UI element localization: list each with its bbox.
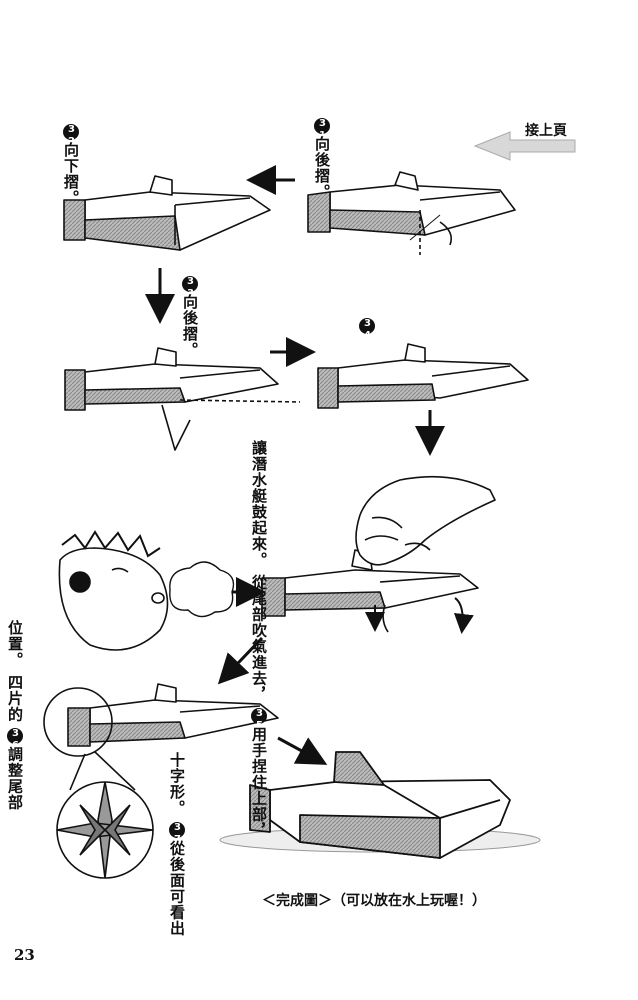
step33-text: 向後摺。: [181, 294, 199, 358]
step35-number: 35: [251, 708, 267, 732]
step31-submarine: [307, 171, 516, 255]
step31-text: 向後摺。: [313, 136, 331, 200]
step32-label: 32向下摺。: [62, 124, 80, 206]
step35-line1: 用手捏住上部，: [250, 726, 268, 839]
final-submarine: [219, 751, 541, 859]
step36-label: 位置。 四片的 36調整尾部: [6, 620, 24, 811]
step33-submarine: [64, 347, 301, 451]
face-illustration: [58, 530, 169, 651]
step36-line1: 調整尾部: [6, 746, 24, 811]
step36-number: 36: [7, 728, 23, 752]
step37-number: 37: [169, 822, 185, 846]
step35-label: 讓潛水艇鼓起來。 從尾部吹氣進去， 35用手捏住上部，: [250, 440, 268, 839]
page-number: 23: [14, 946, 35, 964]
step31-label: 31向後摺。: [313, 118, 331, 200]
step33-label: 33向後摺。: [181, 276, 199, 358]
magnifier-circle: [43, 687, 154, 879]
step33-number: 33: [182, 276, 198, 300]
continue-arrow: [473, 131, 576, 161]
step32-number: 32: [63, 124, 79, 148]
step35-line3: 讓潛水艇鼓起來。: [250, 440, 268, 568]
step32-text: 向下摺。: [62, 142, 80, 206]
air-puff: [169, 561, 235, 618]
arrow-36-to-37: [277, 736, 328, 765]
step34-submarine: [317, 343, 529, 409]
step34-number: 34: [359, 318, 375, 342]
step32-submarine: [63, 175, 271, 251]
step37-line2: 十字形。: [168, 752, 186, 816]
step34-label: 34: [358, 318, 375, 342]
step35-submarine: [261, 549, 479, 633]
step36-line3: 位置。: [6, 620, 24, 668]
step31-number: 31: [314, 118, 330, 142]
arrow-down-right: [453, 597, 474, 634]
step37-label: 十字形。 37從後面可看出: [168, 752, 186, 937]
continue-label: 接上頁: [525, 123, 567, 139]
step35-line2: 從尾部吹氣進去，: [250, 574, 268, 703]
arrow-35-to-36: [217, 636, 264, 685]
step-arrows: [145, 165, 474, 765]
step36-submarine: [67, 683, 279, 747]
completed-caption: ＜完成圖＞（可以放在水上玩喔！）: [262, 893, 486, 909]
step37-line1: 從後面可看出: [168, 840, 186, 937]
step36-line2: 四片的: [6, 674, 24, 723]
hand-illustration: [355, 475, 496, 566]
